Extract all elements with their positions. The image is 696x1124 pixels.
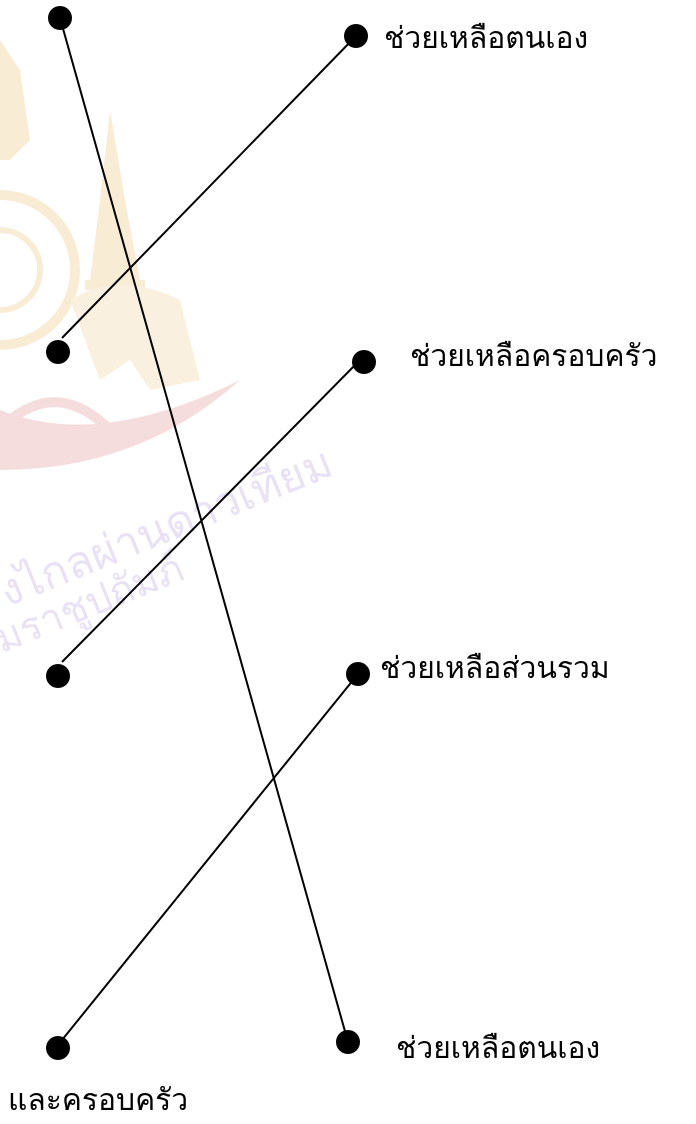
connection-line-L2-R1: [61, 35, 357, 339]
left-dot-L2: [46, 340, 70, 364]
right-label-1: ช่วยเหลือตนเอง: [384, 21, 589, 56]
connection-line-L1-R4: [59, 17, 349, 1043]
right-dot-R2: [352, 350, 376, 374]
connection-line-L4-R3: [61, 673, 359, 1041]
right-label-3: ช่วยเหลือส่วนรวม: [380, 651, 610, 686]
left-dot-L3: [46, 664, 70, 688]
watermark-emblem: [0, 40, 240, 470]
connection-lines: [59, 17, 361, 1043]
left-label-4: และครอบครัว: [8, 1083, 189, 1118]
left-dot-L4: [46, 1036, 70, 1060]
right-label-2: ช่วยเหลือครอบครัว: [410, 339, 658, 374]
connection-line-L3-R2: [61, 359, 361, 663]
watermark-text: งไกลผ่านดาวเทียม มราชูปถัมภ์: [0, 437, 340, 662]
right-dot-R4: [336, 1030, 360, 1054]
left-dot-L1: [48, 6, 72, 30]
right-dot-R3: [346, 662, 370, 686]
right-dot-R1: [344, 24, 368, 48]
endpoint-dots: [46, 6, 376, 1060]
right-label-4: ช่วยเหลือตนเอง: [396, 1031, 601, 1066]
